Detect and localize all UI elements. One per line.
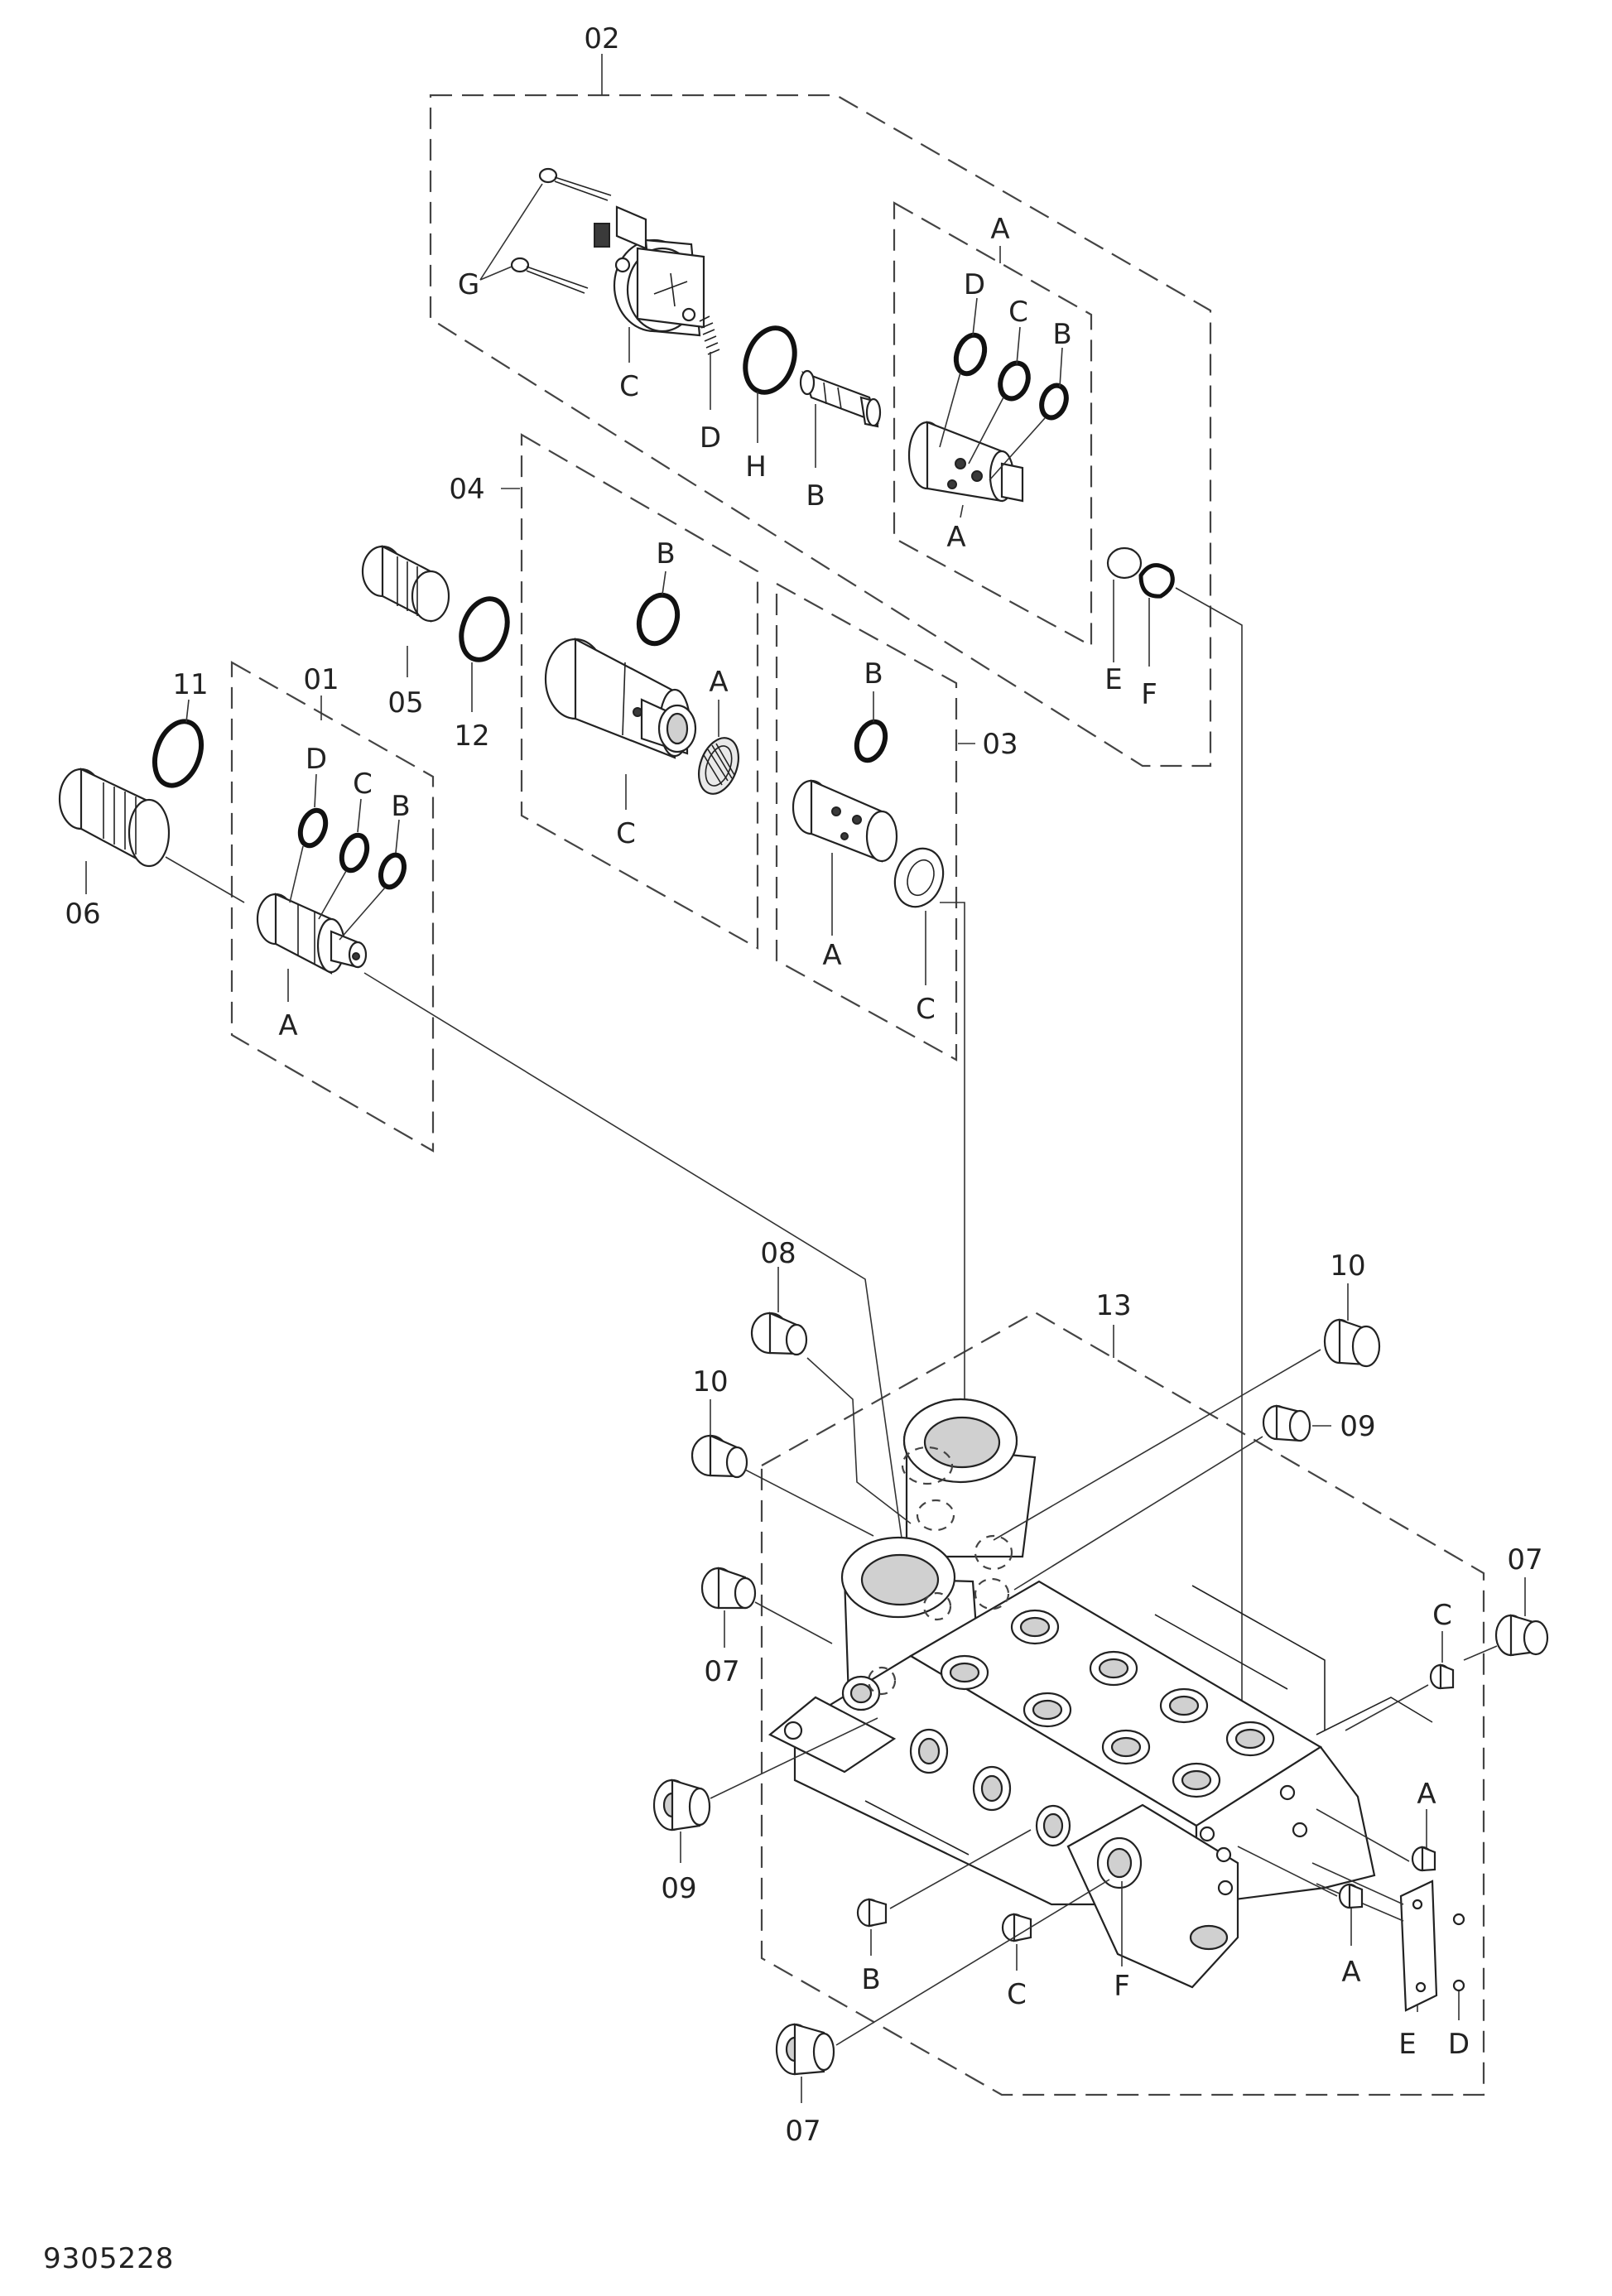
label-c-04: C [616, 817, 636, 850]
plug-a-right-lower [1338, 1883, 1364, 1909]
label-b-03: B [864, 657, 883, 691]
group-04-outline [520, 433, 759, 950]
cartridge-a-01 [256, 893, 368, 975]
seal-c-03 [893, 847, 945, 908]
plug-b-bottom [856, 1898, 888, 1928]
label-a-right-upper: A [1417, 1778, 1436, 1811]
label-d-g02: D [964, 268, 985, 301]
oring-b-a [1039, 383, 1069, 421]
label-d-plate: D [1448, 2028, 1470, 2061]
label-c-g02: C [1008, 296, 1028, 329]
filter-a-04 [698, 737, 739, 795]
plug-07-bottom [775, 2023, 835, 2076]
oring-b-03 [854, 719, 888, 763]
oring-d-01 [297, 807, 329, 849]
sleeve-a [907, 421, 1024, 503]
plug-c-bottom [1001, 1913, 1032, 1942]
label-f-body: F [1114, 1970, 1130, 2003]
document-number: 9305228 [43, 2242, 175, 2275]
label-10-right: 10 [1330, 1249, 1365, 1283]
label-07-bottom: 07 [785, 2115, 820, 2148]
label-a-01: A [278, 1009, 297, 1042]
label-06: 06 [65, 898, 100, 931]
label-11: 11 [172, 668, 208, 701]
oring-b-04 [636, 592, 681, 647]
group-02-outline [429, 94, 1212, 768]
oring-d-a [953, 332, 988, 377]
oring-h [743, 325, 797, 395]
label-c-bottom: C [1007, 1978, 1027, 2011]
label-a-03: A [822, 939, 841, 972]
label-b-spool: B [806, 479, 825, 513]
screw-g-lower [510, 257, 589, 294]
plug-10-left [691, 1434, 748, 1479]
plug-09-left [652, 1779, 711, 1832]
label-e-seal: E [1104, 663, 1122, 696]
label-d-01: D [306, 743, 327, 776]
label-13: 13 [1095, 1289, 1131, 1322]
leader-02-to-body [1175, 587, 1243, 1730]
oring-c-01 [339, 832, 370, 874]
label-c-01: C [353, 768, 373, 801]
seal-e [1106, 546, 1143, 580]
label-a-g02: A [946, 521, 965, 554]
plug-09-right [1262, 1404, 1311, 1442]
label-08: 08 [760, 1237, 796, 1270]
label-b-bottom: B [861, 1963, 880, 1996]
valve-body-c-04 [544, 638, 697, 759]
group-13-outline [760, 1311, 1485, 2096]
leader-01-to-body [363, 972, 907, 1574]
label-09-left: 09 [661, 1872, 696, 1905]
piston-a-03 [792, 779, 898, 863]
label-g: G [458, 268, 479, 301]
solenoid-actuator [594, 205, 705, 337]
label-b-01: B [391, 790, 410, 823]
label-07-right: 07 [1507, 1543, 1542, 1576]
plug-08 [750, 1312, 808, 1356]
group-01-outline [230, 661, 435, 1153]
spool-b [799, 369, 882, 428]
plug-06 [58, 768, 171, 868]
oring-11 [152, 719, 205, 788]
plug-a-right-upper [1411, 1846, 1436, 1872]
label-05: 05 [387, 686, 423, 720]
label-c-03: C [916, 993, 936, 1026]
label-c-solenoid: C [619, 370, 639, 403]
label-c-right: C [1432, 1599, 1452, 1632]
group-02a-outline [893, 201, 1093, 647]
screw-g-upper [538, 167, 612, 201]
label-01: 01 [303, 663, 339, 696]
label-04: 04 [449, 473, 484, 506]
oring-12 [459, 596, 510, 662]
label-12: 12 [454, 720, 489, 753]
label-h: H [745, 450, 767, 484]
label-b-g02: B [1052, 318, 1071, 351]
seal-f [1138, 563, 1175, 599]
label-e-plate: E [1398, 2028, 1416, 2061]
leader-03-to-body [940, 902, 965, 1441]
oring-c-a [998, 360, 1031, 402]
cover-plate-e [1311, 1862, 1465, 2012]
label-f-seal: F [1141, 678, 1157, 711]
label-d-spring: D [700, 421, 721, 455]
label-09-right: 09 [1340, 1410, 1375, 1443]
label-a-g02-top: A [990, 213, 1009, 246]
plug-10-right [1323, 1318, 1381, 1368]
label-b-04: B [656, 537, 675, 570]
label-02: 02 [584, 22, 619, 55]
label-03: 03 [982, 728, 1018, 761]
label-a-04: A [709, 666, 728, 699]
valve-body-13 [768, 1398, 1433, 1989]
plug-07-left [700, 1567, 757, 1610]
spring-d [699, 315, 720, 355]
label-a-right-lower: A [1341, 1956, 1360, 1989]
label-10-left: 10 [692, 1365, 728, 1398]
plug-07-right [1494, 1614, 1549, 1657]
plug-05 [361, 545, 450, 623]
group-03-outline [775, 582, 958, 1061]
plug-c-right [1429, 1663, 1455, 1690]
label-07-left: 07 [704, 1655, 739, 1688]
oring-b-01 [378, 852, 407, 890]
